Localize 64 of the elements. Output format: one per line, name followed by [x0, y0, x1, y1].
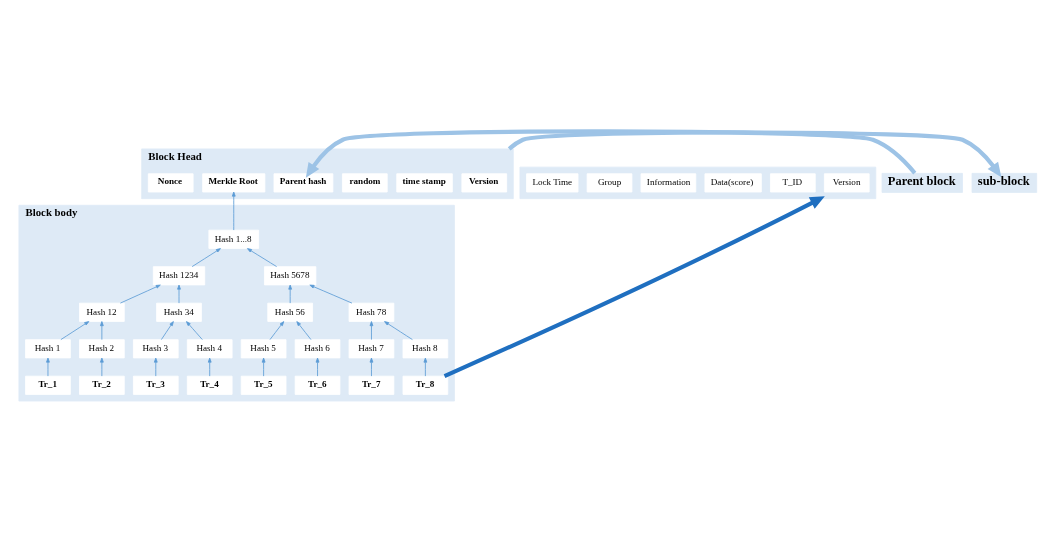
- node-box: Hash 5678: [264, 265, 317, 285]
- arrow: [177, 284, 181, 304]
- arrow: [315, 357, 320, 376]
- node-box: Hash 3: [132, 338, 179, 358]
- arrow: [261, 357, 266, 376]
- node-box: Tr_7: [348, 375, 395, 395]
- arrow: [207, 357, 212, 376]
- arrow: [384, 320, 413, 340]
- node-box: Parent hash: [273, 172, 334, 192]
- arrow: [231, 191, 236, 230]
- arrow: [160, 320, 174, 340]
- node-box: Tr_1: [25, 375, 71, 395]
- node-box: Parent block: [881, 172, 963, 193]
- node-box: Tr_3: [132, 375, 179, 395]
- node-box: Tr_6: [294, 375, 341, 395]
- node-box: T_ID: [770, 172, 816, 192]
- arrow: [296, 320, 312, 340]
- node-box: Hash 1234: [152, 265, 206, 285]
- arrow: [369, 320, 374, 340]
- arrow: [423, 357, 428, 376]
- node-box: Group: [586, 172, 633, 192]
- node-box: sub-block: [971, 172, 1038, 193]
- arrow: [247, 247, 278, 267]
- node-box: Hash 1...8: [208, 229, 260, 249]
- arrow: [443, 195, 825, 378]
- arrow: [507, 129, 1002, 177]
- arrow: [269, 320, 285, 340]
- node-box: Tr_5: [240, 375, 287, 395]
- node-box: Hash 5: [240, 338, 287, 358]
- node-box: Hash 12: [79, 302, 125, 322]
- node-box: Hash 6: [294, 338, 341, 358]
- node-box: Hash 2: [79, 338, 125, 358]
- arrow: [186, 320, 203, 340]
- node-box: Hash 78: [348, 302, 395, 322]
- node-box: Version: [823, 172, 870, 192]
- arrow: [153, 357, 158, 376]
- node-box: Merkle Root: [202, 172, 266, 192]
- node-box: Hash 8: [402, 338, 449, 358]
- arrow: [191, 247, 221, 267]
- node-box: Tr_8: [402, 375, 449, 395]
- arrow: [119, 284, 161, 304]
- node-box: Hash 1: [25, 338, 71, 358]
- node-box: Hash 4: [186, 338, 233, 358]
- node-box: time stamp: [396, 172, 453, 192]
- node-box: Hash 7: [348, 338, 395, 358]
- node-box: Version: [461, 172, 508, 192]
- node-box: Information: [640, 172, 697, 192]
- node-box: Hash 56: [267, 302, 313, 322]
- node-box: Hash 34: [156, 302, 202, 322]
- arrow: [46, 357, 50, 376]
- arrow: [60, 320, 90, 340]
- arrow: [369, 357, 374, 376]
- cluster: [519, 166, 877, 199]
- arrow: [288, 284, 293, 304]
- node-box: Data(score): [704, 172, 762, 192]
- node-box: Tr_2: [79, 375, 125, 395]
- arrow: [100, 320, 104, 340]
- node-box: Lock Time: [526, 172, 579, 192]
- node-box: Tr_4: [186, 375, 233, 395]
- node-box: random: [342, 172, 388, 192]
- node-box: Nonce: [147, 172, 194, 192]
- arrow: [100, 357, 104, 376]
- arrow: [309, 284, 353, 304]
- arrow: [305, 128, 917, 178]
